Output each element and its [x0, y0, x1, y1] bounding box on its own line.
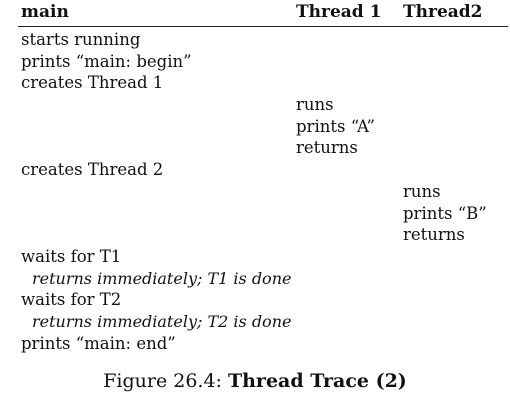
table-row: waits for T2 — [18, 289, 508, 311]
row-t2-cell: returns — [403, 225, 465, 245]
header-thread-2: Thread2 — [403, 2, 483, 22]
table-row: creates Thread 1 — [18, 72, 508, 94]
header-main: main — [21, 2, 69, 22]
row-t2-cell: prints “B” — [403, 203, 487, 223]
thread-trace-table: main Thread 1 Thread2 starts running prin… — [18, 0, 508, 354]
table-row: starts running — [18, 29, 508, 51]
row-t1-cell: prints “A” — [296, 116, 375, 136]
table-row: runs — [18, 181, 508, 203]
row-note: returns immediately; T1 is done — [32, 268, 292, 288]
table-header: main Thread 1 Thread2 — [18, 0, 508, 27]
row-note: returns immediately; T2 is done — [32, 311, 292, 331]
row-main-cell: prints “main: end” — [21, 333, 176, 353]
table-row: prints “main: begin” — [18, 51, 508, 73]
table-row: returns immediately; T1 is done — [18, 268, 508, 290]
row-main-cell: waits for T1 — [21, 246, 122, 266]
table-row: waits for T1 — [18, 246, 508, 268]
row-t1-cell: runs — [296, 95, 334, 115]
table-row: runs — [18, 94, 508, 116]
table-row: returns immediately; T2 is done — [18, 311, 508, 333]
figure-caption: Figure 26.4: Thread Trace (2) — [0, 370, 510, 392]
row-t1-cell: returns — [296, 138, 358, 158]
row-main-cell: prints “main: begin” — [21, 51, 192, 71]
table-row: creates Thread 2 — [18, 159, 508, 181]
table-row: returns — [18, 137, 508, 159]
row-main-cell: creates Thread 1 — [21, 73, 164, 93]
row-main-cell: creates Thread 2 — [21, 160, 164, 180]
row-main-cell: waits for T2 — [21, 290, 122, 310]
caption-title: Thread Trace (2) — [227, 370, 407, 392]
caption-prefix: Figure 26.4: — [103, 370, 222, 392]
table-row: returns — [18, 224, 508, 246]
row-t2-cell: runs — [403, 181, 441, 201]
table-row: prints “main: end” — [18, 333, 508, 355]
table-row: prints “A” — [18, 116, 508, 138]
header-thread-1: Thread 1 — [296, 2, 382, 22]
row-main-cell: starts running — [21, 30, 141, 49]
table-row: prints “B” — [18, 203, 508, 225]
